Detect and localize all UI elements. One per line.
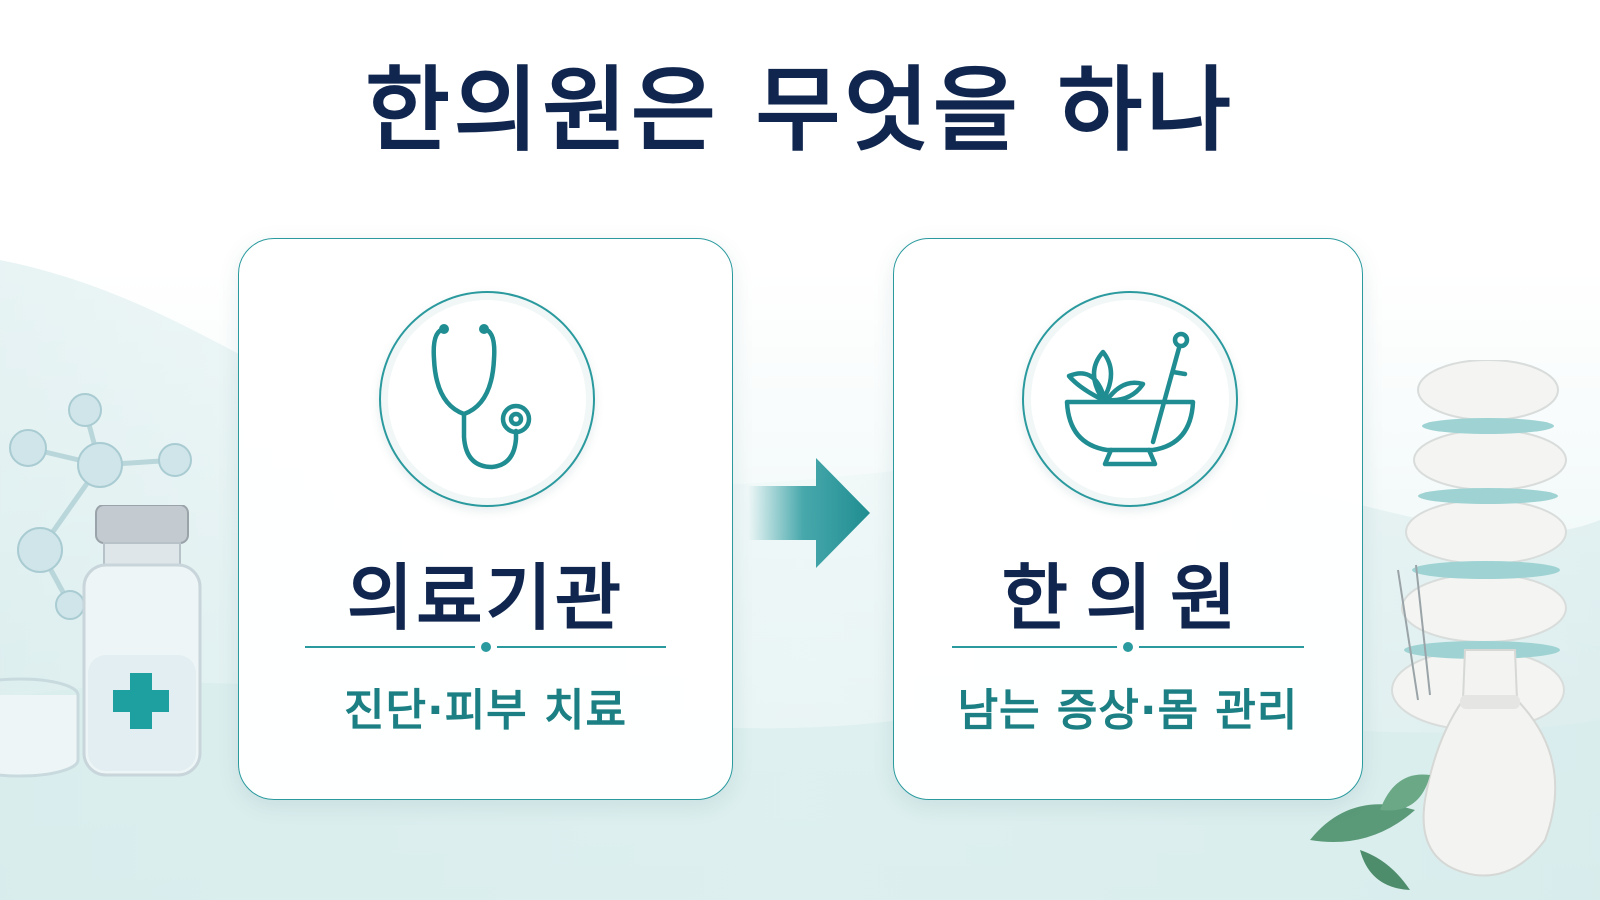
right-arrow-icon [748,458,870,568]
stethoscope-icon [431,324,532,470]
right-card-divider [952,642,1304,652]
page-title: 한의원은 무엇을 하나 [365,57,1235,164]
molecule-decoration [9,393,192,620]
herbal-bowl-badge [1022,291,1238,507]
herbal-bowl-acupuncture-icon [1064,331,1196,467]
herbal-compress-decoration [1422,649,1557,877]
stethoscope-badge [379,291,595,507]
petri-dish-decoration [0,677,80,778]
left-card-subtitle: 진단·피부 치료 [344,685,627,736]
right-card-title: 한의원 [1001,556,1255,640]
korean-medicine-clinic-card: 한의원 남는 증상·몸 관리 [893,238,1363,800]
right-card-subtitle: 남는 증상·몸 관리 [957,685,1299,736]
medicine-vial-decoration [82,505,202,777]
medical-institution-card: 의료기관 진단·피부 치료 [238,238,733,800]
left-card-divider [305,642,666,652]
spine-decoration [1391,360,1567,731]
left-card-title: 의료기관 [347,556,624,640]
